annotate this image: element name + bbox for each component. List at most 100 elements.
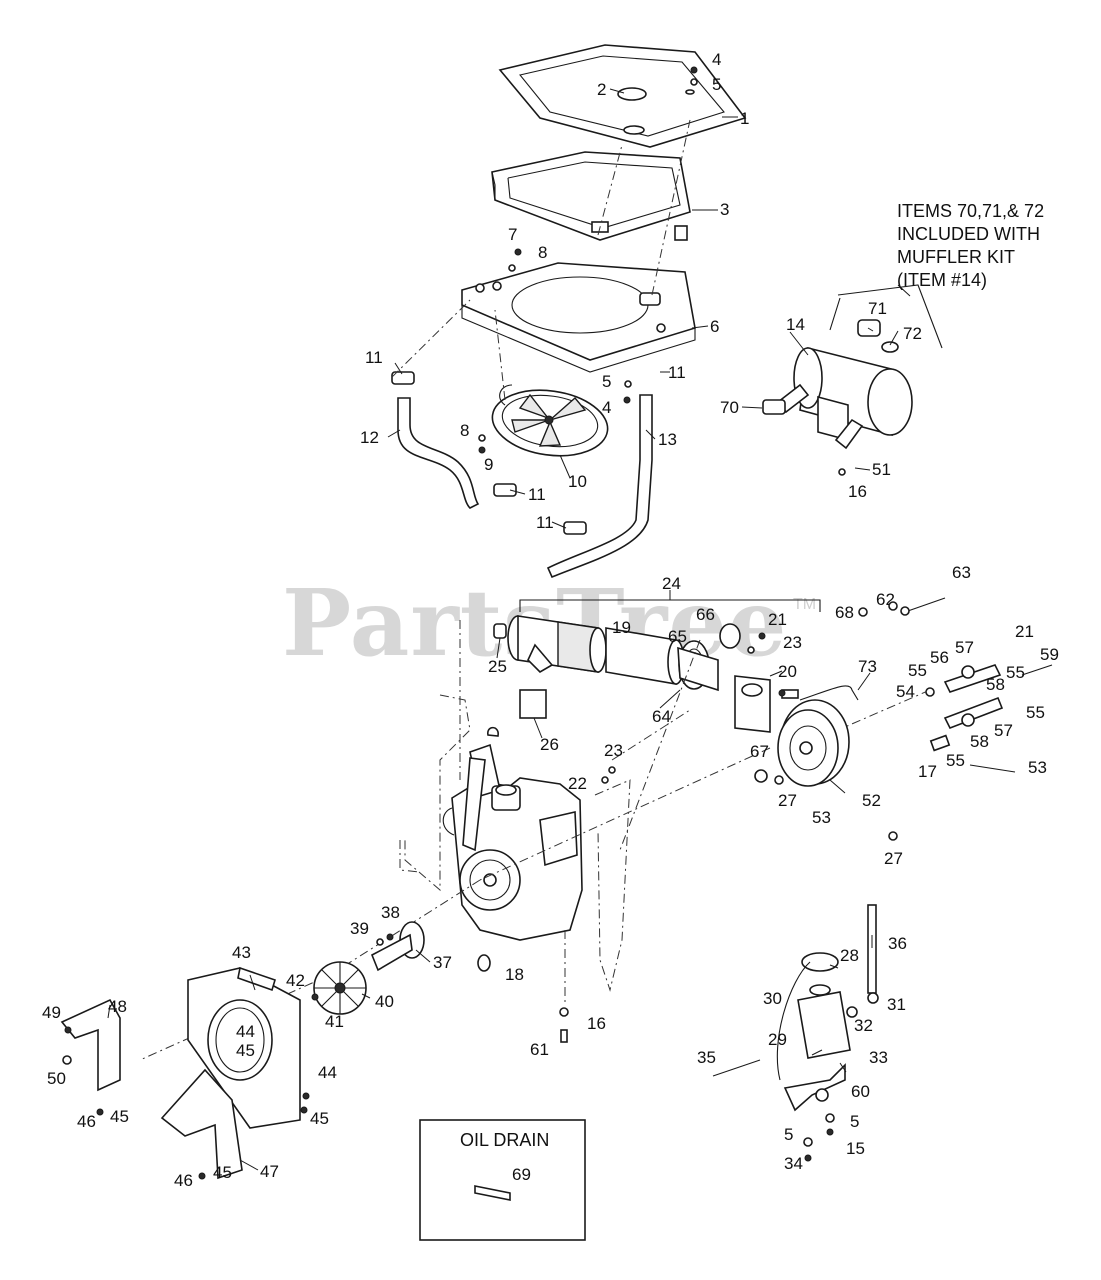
- callout-41: 41: [325, 1012, 344, 1031]
- muffler-note-line-4: (ITEM #14): [897, 270, 987, 290]
- callout-8-bottom: 8: [460, 421, 469, 440]
- callout-31: 31: [887, 995, 906, 1014]
- callout-3: 3: [720, 200, 729, 219]
- callout-27-a: 27: [778, 791, 797, 810]
- callout-22: 22: [568, 774, 587, 793]
- callout-52: 52: [862, 791, 881, 810]
- callout-46-b: 46: [174, 1171, 193, 1190]
- callout-labels: 1 2 3 4 5 7 8 6 11 5 11 4 12 8 9 13 10 1…: [42, 50, 1059, 1190]
- callout-44-b: 44: [318, 1063, 337, 1082]
- callout-67: 67: [750, 742, 769, 761]
- fuel-tank-assembly: [712, 904, 879, 1112]
- top-plate: [498, 44, 747, 148]
- callout-63: 63: [952, 563, 971, 582]
- callout-6: 6: [710, 317, 719, 336]
- callout-11-d: 11: [536, 513, 554, 532]
- callout-27-b: 27: [884, 849, 903, 868]
- callout-10: 10: [568, 472, 587, 491]
- callout-45-a: 45: [236, 1041, 255, 1060]
- callout-68: 68: [835, 603, 854, 622]
- callout-38: 38: [381, 903, 400, 922]
- callout-14: 14: [786, 315, 805, 334]
- callout-11-b: 11: [668, 363, 686, 382]
- callout-11-c: 11: [528, 485, 546, 504]
- callout-21-b: 21: [1015, 622, 1034, 641]
- callout-34: 34: [784, 1154, 803, 1173]
- callout-48: 48: [108, 997, 127, 1016]
- muffler-kit-note: ITEMS 70,71,& 72 INCLUDED WITH MUFFLER K…: [897, 201, 1044, 290]
- callout-51: 51: [872, 460, 891, 479]
- callout-45-d: 45: [213, 1163, 232, 1182]
- callout-28: 28: [840, 946, 859, 965]
- callout-55-c: 55: [1026, 703, 1045, 722]
- callout-53-b: 53: [812, 808, 831, 827]
- callout-11-a: 11: [365, 348, 383, 367]
- callout-7: 7: [508, 225, 517, 244]
- callout-46-a: 46: [77, 1112, 96, 1131]
- callout-50: 50: [47, 1069, 66, 1088]
- engine-block: [442, 726, 583, 941]
- callout-60: 60: [851, 1082, 870, 1101]
- callout-5-mid: 5: [602, 372, 611, 391]
- callout-5-top: 5: [712, 75, 721, 94]
- callout-15: 15: [846, 1139, 865, 1158]
- callout-47: 47: [260, 1162, 279, 1181]
- callout-5-left: 5: [784, 1125, 793, 1144]
- callout-44-a: 44: [236, 1022, 255, 1041]
- callout-21-a: 21: [768, 610, 787, 629]
- callout-70: 70: [720, 398, 739, 417]
- callout-4-mid: 4: [602, 398, 611, 417]
- crank-fan-parts: [313, 921, 491, 1015]
- engine-brackets: [399, 694, 631, 992]
- callout-45-b: 45: [110, 1107, 129, 1126]
- brackets-47-48: [60, 998, 243, 1180]
- shroud-frame: [491, 151, 691, 241]
- idler-brackets: [904, 597, 1053, 773]
- callout-55-b: 55: [1006, 663, 1025, 682]
- callout-1: 1: [740, 109, 749, 128]
- callout-65: 65: [668, 627, 687, 646]
- callout-19: 19: [612, 618, 631, 637]
- callout-66: 66: [696, 605, 715, 624]
- callout-53-a: 53: [1028, 758, 1047, 777]
- muffler-note-line-3: MUFFLER KIT: [897, 247, 1015, 267]
- callout-55-d: 55: [946, 751, 965, 770]
- callout-58-b: 58: [970, 732, 989, 751]
- callout-20: 20: [778, 662, 797, 681]
- callout-9: 9: [484, 455, 493, 474]
- callout-25: 25: [488, 657, 507, 676]
- callout-23-b: 23: [604, 741, 623, 760]
- callout-37: 37: [433, 953, 452, 972]
- blower-housing: [187, 966, 301, 1129]
- callout-13: 13: [658, 430, 677, 449]
- fan-assembly: [491, 384, 609, 457]
- mounting-plate: [461, 262, 696, 373]
- callout-36: 36: [888, 934, 907, 953]
- muffler-note-line-1: ITEMS 70,71,& 72: [897, 201, 1044, 221]
- callout-64: 64: [652, 707, 671, 726]
- callout-17: 17: [918, 762, 937, 781]
- callout-33: 33: [869, 1048, 888, 1067]
- callout-72: 72: [903, 324, 922, 343]
- callout-54: 54: [896, 682, 915, 701]
- callout-35: 35: [697, 1048, 716, 1067]
- callout-61: 61: [530, 1040, 549, 1059]
- cooling-fan: [313, 961, 367, 1015]
- callout-16-bottom: 16: [587, 1014, 606, 1033]
- engine-axis-lines: [139, 620, 931, 1061]
- leader-lines: [107, 88, 899, 1171]
- callout-16-top: 16: [848, 482, 867, 501]
- callout-18: 18: [505, 965, 524, 984]
- callout-43: 43: [232, 943, 251, 962]
- callout-5-lower: 5: [850, 1112, 859, 1131]
- callout-4-top: 4: [712, 50, 721, 69]
- callout-57-b: 57: [994, 721, 1013, 740]
- callout-73: 73: [858, 657, 877, 676]
- callout-49: 49: [42, 1003, 61, 1022]
- muffler-note-line-2: INCLUDED WITH: [897, 224, 1040, 244]
- watermark-trademark: TM: [793, 596, 816, 613]
- callout-56: 56: [930, 648, 949, 667]
- callout-57-a: 57: [955, 638, 974, 657]
- callout-2: 2: [597, 80, 606, 99]
